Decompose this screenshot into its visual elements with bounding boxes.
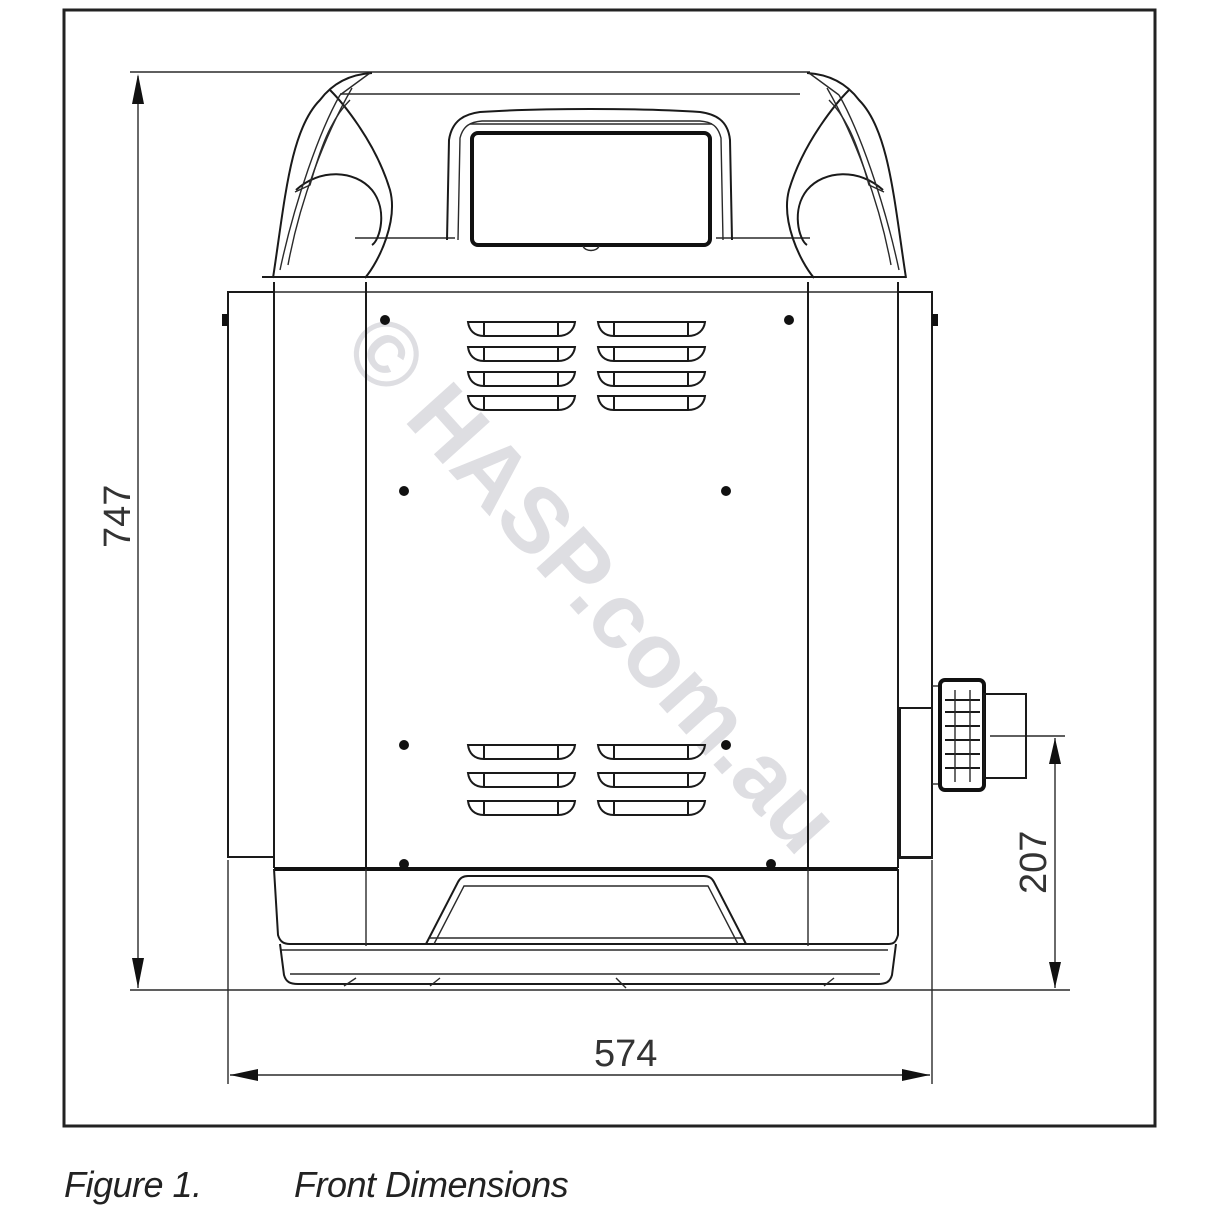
dimension-connection-207: 207	[990, 735, 1065, 988]
screw	[399, 740, 409, 750]
dimension-label-height: 747	[97, 485, 139, 548]
screw	[399, 859, 409, 869]
svg-text:© HASP.com.au: © HASP.com.au	[325, 295, 859, 872]
left-carry-handle	[272, 72, 393, 279]
figure-title: Front Dimensions	[294, 1164, 569, 1205]
screw	[399, 486, 409, 496]
upper-vent-louvres	[466, 321, 707, 411]
drawing-frame	[62, 8, 1157, 1128]
dimension-label-width: 574	[594, 1033, 657, 1075]
figure-number: Figure 1.	[64, 1164, 202, 1205]
screw	[766, 859, 776, 869]
right-carry-handle	[786, 72, 907, 279]
screw	[721, 740, 731, 750]
screw	[721, 486, 731, 496]
screw	[380, 315, 390, 325]
panel-screws	[380, 315, 794, 869]
display-window	[446, 108, 733, 252]
watermark: © HASP.com.au	[325, 295, 859, 872]
screw	[784, 315, 794, 325]
lower-vent-louvres	[466, 744, 707, 816]
pipe-union-connector	[899, 678, 1027, 859]
top-housing	[262, 72, 907, 293]
dimension-width-574: 574	[227, 860, 933, 1084]
dimension-height-747: 747	[97, 71, 1070, 991]
base-plinth	[273, 868, 899, 989]
dimension-label-connection: 207	[1013, 831, 1055, 894]
